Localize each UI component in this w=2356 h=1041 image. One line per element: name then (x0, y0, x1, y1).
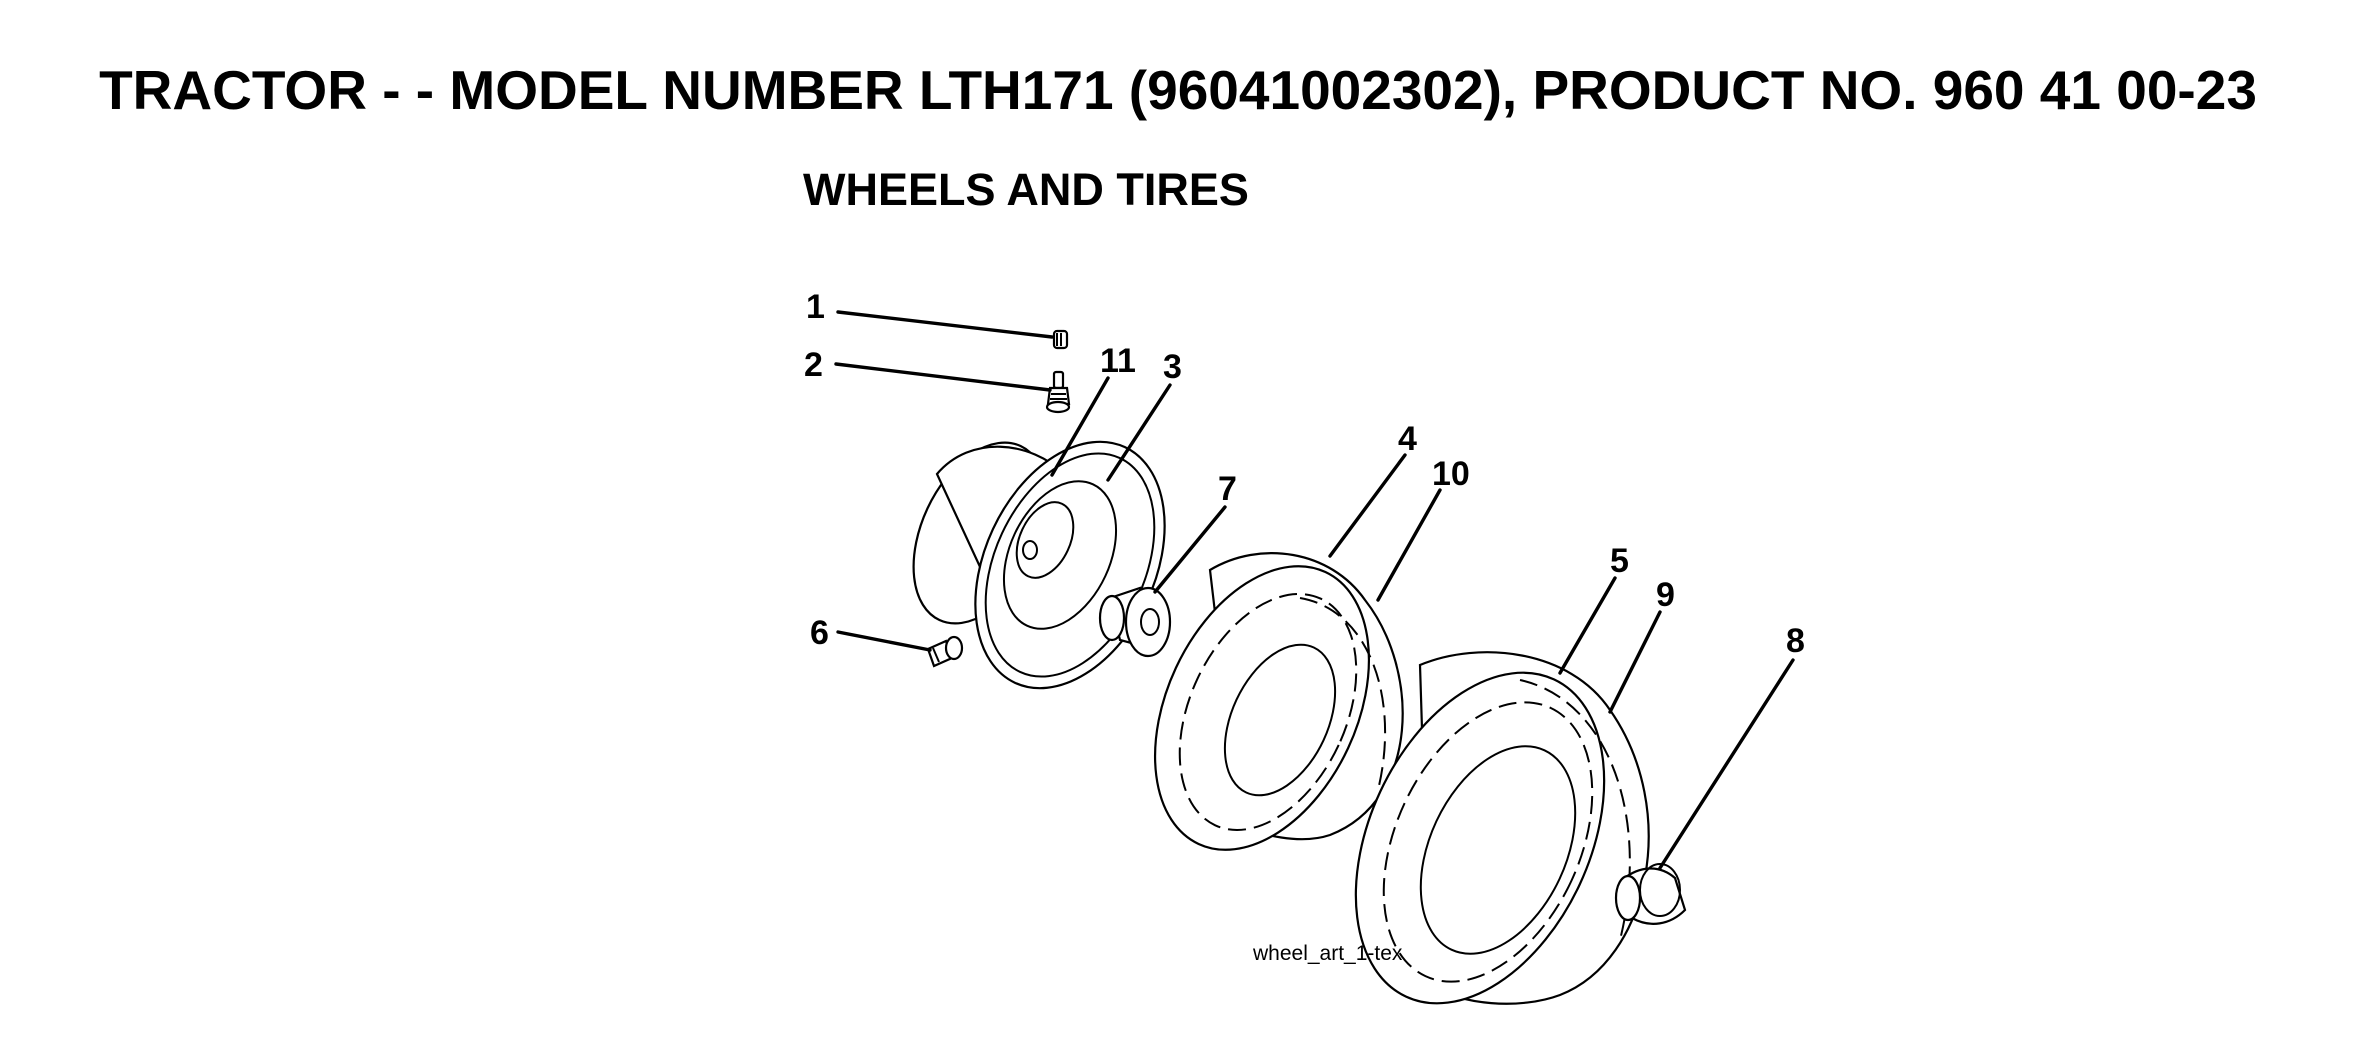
callout-3: 3 (1163, 348, 1182, 386)
rim-icon (912, 440, 1166, 690)
leader-line-3 (1106, 383, 1172, 482)
leader-line-2 (834, 362, 1052, 392)
leader-line-6 (836, 630, 932, 652)
diagram-caption: wheel_art_1-tex (1252, 942, 1403, 965)
callout-11: 11 (1100, 342, 1136, 380)
leader-line-9 (1608, 610, 1662, 714)
callout-5: 5 (1610, 542, 1629, 580)
leader-line-4 (1328, 453, 1407, 558)
callout-2: 2 (804, 346, 823, 384)
callout-1: 1 (806, 288, 825, 326)
leader-lines (834, 310, 1795, 870)
grease-fitting-icon (926, 635, 964, 668)
leader-line-7 (1153, 505, 1227, 594)
rear-tire-icon (1354, 651, 1650, 1005)
leader-line-8 (1658, 658, 1795, 870)
hub-bushing-icon (1614, 863, 1687, 925)
callout-4: 4 (1398, 420, 1417, 458)
leader-line-11 (1050, 376, 1110, 477)
page-title: TRACTOR - - MODEL NUMBER LTH171 (9604100… (99, 59, 2257, 121)
valve-cap-icon (1052, 329, 1069, 350)
callout-10: 10 (1432, 455, 1470, 493)
callout-7: 7 (1218, 470, 1237, 508)
callout-8: 8 (1786, 622, 1805, 660)
front-tire-icon (1153, 552, 1404, 851)
bushing-icon (1098, 586, 1172, 658)
valve-stem-icon (1045, 370, 1071, 414)
callout-9: 9 (1656, 576, 1675, 614)
leader-line-5 (1558, 576, 1617, 675)
leader-line-10 (1376, 488, 1442, 602)
leader-line-1 (836, 310, 1054, 339)
callout-6: 6 (810, 614, 829, 652)
section-title: WHEELS AND TIRES (803, 164, 1249, 215)
